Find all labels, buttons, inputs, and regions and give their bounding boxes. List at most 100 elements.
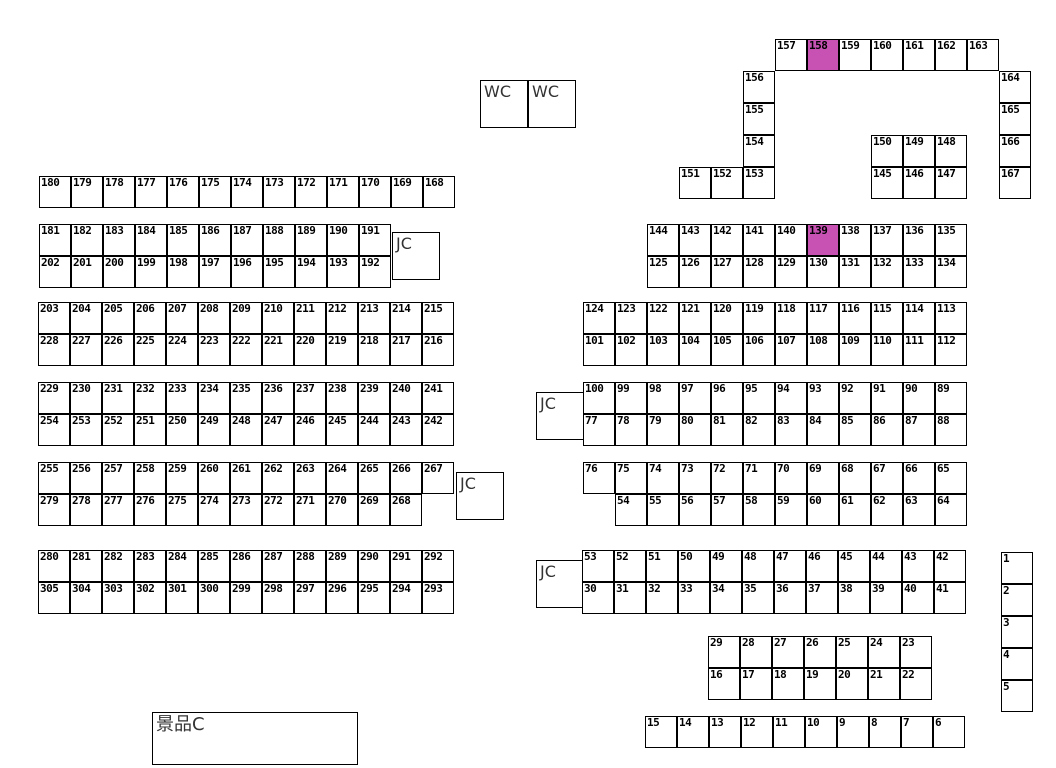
booth-cell[interactable]: 261 [230, 462, 262, 494]
booth-cell[interactable]: 125 [647, 256, 679, 288]
booth-cell[interactable]: 221 [262, 334, 294, 366]
booth-cell[interactable]: 168 [423, 176, 455, 208]
booth-cell[interactable]: 39 [870, 582, 902, 614]
booth-cell[interactable]: 204 [70, 302, 102, 334]
booth-cell[interactable]: 272 [262, 494, 294, 526]
booth-cell[interactable]: 132 [871, 256, 903, 288]
booth-cell[interactable]: 216 [422, 334, 454, 366]
booth-cell[interactable]: 78 [615, 414, 647, 446]
booth-cell[interactable]: 166 [999, 135, 1031, 167]
booth-cell[interactable]: 73 [679, 462, 711, 494]
booth-cell[interactable]: 195 [263, 256, 295, 288]
booth-cell[interactable]: 13 [709, 716, 741, 748]
booth-cell[interactable]: 7 [901, 716, 933, 748]
booth-cell[interactable]: 16 [708, 668, 740, 700]
booth-cell[interactable]: 249 [198, 414, 230, 446]
booth-cell[interactable]: 245 [326, 414, 358, 446]
booth-cell[interactable]: 83 [775, 414, 807, 446]
booth-cell[interactable]: 247 [262, 414, 294, 446]
booth-cell[interactable]: 198 [167, 256, 199, 288]
booth-cell[interactable]: 105 [711, 334, 743, 366]
booth-cell[interactable]: 69 [807, 462, 839, 494]
booth-cell[interactable]: 122 [647, 302, 679, 334]
booth-cell[interactable]: 220 [294, 334, 326, 366]
booth-cell[interactable]: 210 [262, 302, 294, 334]
booth-cell[interactable]: 160 [871, 39, 903, 71]
booth-cell[interactable]: 11 [773, 716, 805, 748]
booth-cell[interactable]: 189 [295, 224, 327, 256]
booth-cell[interactable]: 212 [326, 302, 358, 334]
booth-cell[interactable]: 264 [326, 462, 358, 494]
booth-cell[interactable]: 196 [231, 256, 263, 288]
booth-cell[interactable]: 304 [70, 582, 102, 614]
booth-cell[interactable]: 70 [775, 462, 807, 494]
booth-cell[interactable]: 29 [708, 636, 740, 668]
booth-cell[interactable]: 275 [166, 494, 198, 526]
booth-cell[interactable]: 75 [615, 462, 647, 494]
booth-cell[interactable]: 32 [646, 582, 678, 614]
booth-cell[interactable]: 194 [295, 256, 327, 288]
booth-cell[interactable]: 173 [263, 176, 295, 208]
booth-cell[interactable]: 74 [647, 462, 679, 494]
booth-cell[interactable]: 191 [359, 224, 391, 256]
booth-cell[interactable]: 180 [39, 176, 71, 208]
booth-cell[interactable]: 26 [804, 636, 836, 668]
booth-cell[interactable]: 296 [326, 582, 358, 614]
booth-cell[interactable]: 6 [933, 716, 965, 748]
booth-cell[interactable]: 109 [839, 334, 871, 366]
booth-cell[interactable]: 47 [774, 550, 806, 582]
booth-cell[interactable]: 177 [135, 176, 167, 208]
booth-cell[interactable]: 149 [903, 135, 935, 167]
booth-cell[interactable]: 33 [678, 582, 710, 614]
booth-cell[interactable]: 257 [102, 462, 134, 494]
booth-cell[interactable]: 128 [743, 256, 775, 288]
booth-cell[interactable]: 215 [422, 302, 454, 334]
booth-cell[interactable]: 268 [390, 494, 422, 526]
booth-cell[interactable]: 203 [38, 302, 70, 334]
booth-cell[interactable]: 236 [262, 382, 294, 414]
booth-cell[interactable]: 259 [166, 462, 198, 494]
booth-cell[interactable]: 136 [903, 224, 935, 256]
booth-cell[interactable]: 130 [807, 256, 839, 288]
booth-cell[interactable]: 31 [614, 582, 646, 614]
booth-cell[interactable]: 116 [839, 302, 871, 334]
booth-cell[interactable]: 22 [900, 668, 932, 700]
booth-cell[interactable]: 42 [934, 550, 966, 582]
booth-cell[interactable]: 76 [583, 462, 615, 494]
booth-cell[interactable]: 178 [103, 176, 135, 208]
booth-cell[interactable]: 280 [38, 550, 70, 582]
booth-cell[interactable]: 240 [390, 382, 422, 414]
booth-cell[interactable]: 121 [679, 302, 711, 334]
booth-cell[interactable]: 217 [390, 334, 422, 366]
booth-cell[interactable]: 157 [775, 39, 807, 71]
booth-cell[interactable]: 184 [135, 224, 167, 256]
booth-cell[interactable]: 179 [71, 176, 103, 208]
booth-cell[interactable]: 1 [1001, 552, 1033, 584]
booth-cell[interactable]: 133 [903, 256, 935, 288]
booth-cell[interactable]: 87 [903, 414, 935, 446]
booth-cell[interactable]: 48 [742, 550, 774, 582]
booth-cell[interactable]: 274 [198, 494, 230, 526]
booth-cell[interactable]: 21 [868, 668, 900, 700]
booth-cell[interactable]: 182 [71, 224, 103, 256]
booth-cell[interactable]: 72 [711, 462, 743, 494]
booth-cell[interactable]: 211 [294, 302, 326, 334]
booth-cell[interactable]: 250 [166, 414, 198, 446]
booth-cell[interactable]: 230 [70, 382, 102, 414]
booth-cell[interactable]: 256 [70, 462, 102, 494]
booth-cell[interactable]: 124 [583, 302, 615, 334]
booth-cell[interactable]: 115 [871, 302, 903, 334]
booth-cell[interactable]: 95 [743, 382, 775, 414]
booth-cell[interactable]: 151 [679, 167, 711, 199]
booth-cell[interactable]: 270 [326, 494, 358, 526]
booth-cell[interactable]: 201 [71, 256, 103, 288]
booth-cell[interactable]: 162 [935, 39, 967, 71]
booth-cell[interactable]: 64 [935, 494, 967, 526]
booth-cell[interactable]: 8 [869, 716, 901, 748]
booth-cell[interactable]: 175 [199, 176, 231, 208]
booth-cell[interactable]: 111 [903, 334, 935, 366]
booth-cell[interactable]: 187 [231, 224, 263, 256]
booth-cell[interactable]: 88 [935, 414, 967, 446]
booth-cell[interactable]: 49 [710, 550, 742, 582]
booth-cell[interactable]: 103 [647, 334, 679, 366]
